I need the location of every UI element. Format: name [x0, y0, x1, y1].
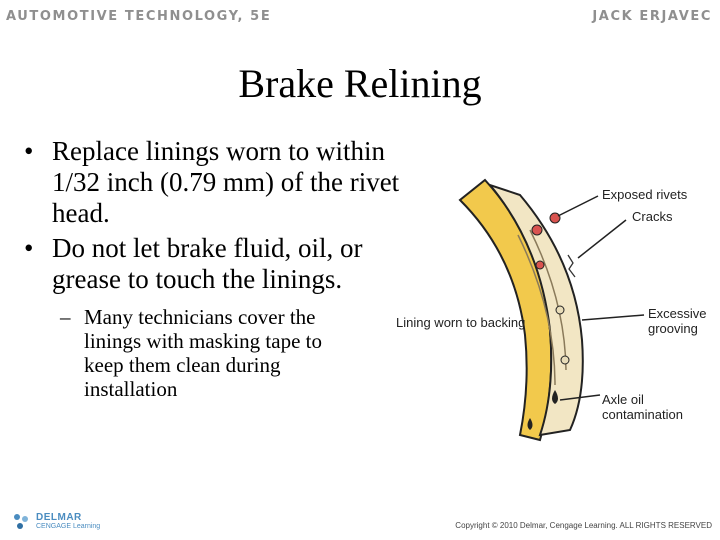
- label-lining-worn: Lining worn to backing: [396, 315, 526, 330]
- label-excessive: Excessive: [648, 306, 707, 321]
- groove-line: [529, 229, 567, 371]
- logo-brand: DELMAR: [36, 512, 82, 523]
- brake-shoe-figure: Exposed rivets Cracks Lining worn to bac…: [390, 160, 720, 450]
- leader-line: [559, 394, 601, 401]
- rivet-icon: [560, 355, 570, 365]
- crack-line: [567, 254, 576, 278]
- bullet-text: Do not let brake fluid, oil, or grease t…: [52, 233, 363, 294]
- delmar-logo: DELMAR CENGAGE Learning: [12, 512, 100, 532]
- lining-shape: [486, 182, 584, 437]
- oil-drip-icon: [527, 418, 533, 430]
- header-book-title: AUTOMOTIVE TECHNOLOGY, 5E: [6, 9, 272, 24]
- groove-line: [517, 234, 556, 386]
- bullet-item: • Do not let brake fluid, oil, or grease…: [24, 233, 404, 295]
- rivet-icon: [535, 260, 545, 270]
- bullet-text: Replace linings worn to within 1/32 inch…: [52, 136, 400, 228]
- logo-sub: CENGAGE Learning: [36, 523, 101, 530]
- brake-shoe-illustration: [458, 178, 645, 442]
- slide-title: Brake Relining: [238, 61, 482, 106]
- rivet-icon: [549, 212, 561, 224]
- label-grooving: grooving: [648, 321, 698, 336]
- leader-line: [577, 219, 627, 259]
- delmar-logo-icon: [14, 514, 28, 529]
- rivet-icon: [531, 224, 543, 236]
- header-author: JACK ERJAVEC: [592, 9, 712, 24]
- label-cracks: Cracks: [632, 209, 673, 224]
- copyright-notice: Copyright © 2010 Delmar, Cengage Learnin…: [455, 521, 712, 530]
- label-exposed-rivets: Exposed rivets: [602, 187, 688, 202]
- dash-icon: –: [60, 305, 71, 329]
- bullet-dot-icon: •: [24, 136, 34, 166]
- rivet-icon: [555, 305, 565, 315]
- label-contamination: contamination: [602, 407, 683, 422]
- bullet-dot-icon: •: [24, 233, 34, 263]
- leader-line: [581, 314, 645, 321]
- label-axle-oil: Axle oil: [602, 392, 644, 407]
- bullet-item: • Replace linings worn to within 1/32 in…: [24, 136, 404, 229]
- leader-line: [557, 195, 599, 217]
- sub-bullet-text: Many technicians cover the linings with …: [84, 305, 322, 401]
- sub-bullet-item: – Many technicians cover the linings wit…: [60, 305, 360, 401]
- bullet-list: • Replace linings worn to within 1/32 in…: [24, 136, 404, 401]
- oil-drip-icon: [552, 390, 558, 404]
